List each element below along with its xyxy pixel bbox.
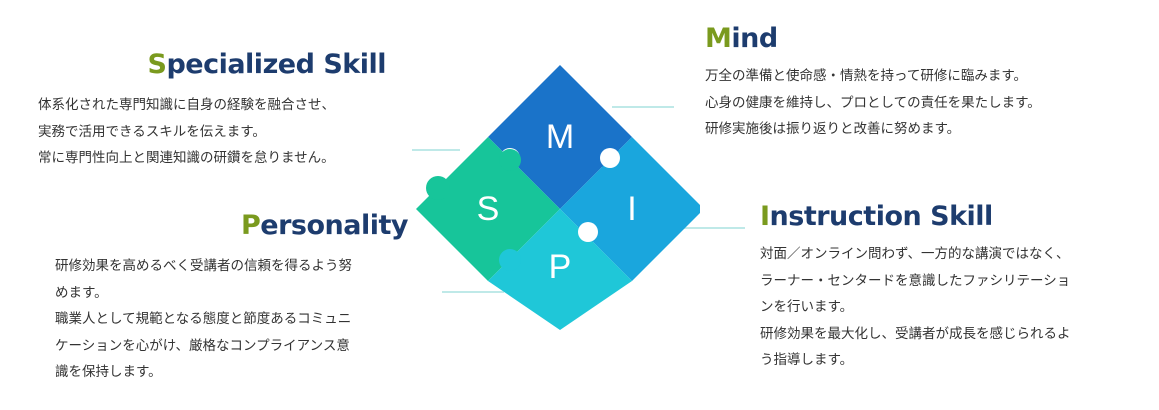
connector-line-personality (442, 291, 504, 293)
specialized-skill-line-2: 実務で活用できるスキルを伝えます。 (38, 123, 266, 140)
instruction-skill-line-3: ンを行います。 (760, 299, 854, 315)
connector-line-specialized (412, 149, 460, 151)
instruction-skill-line-4: 研修効果を最大化し、受講者が成長を感じられるよ (760, 325, 1071, 342)
instruction-skill-line-1: 対面／オンライン問わず、一方的な講演ではなく、 (760, 246, 1070, 262)
instruction-skill-description: 対面／オンライン問わず、一方的な講演ではなく、 ラーナー・センタードを意識したフ… (760, 241, 1071, 374)
puzzle-piece-p: P (488, 209, 632, 330)
mind-line-1: 万全の準備と使命感・情熱を持って研修に臨みます。 (705, 68, 1027, 84)
mind-title-rest: ind (731, 23, 778, 54)
specialized-skill-description: 体系化された専門知識に自身の経験を融合させ、 実務で活用できるスキルを伝えます。… (38, 92, 398, 172)
connector-line-mind (612, 106, 674, 108)
specialized-skill-title-rest: pecialized Skill (166, 49, 386, 80)
mind-line-2: 心身の健康を維持し、プロとしての責任を果たします。 (705, 94, 1041, 111)
personality-initial: P (240, 210, 261, 241)
instruction-skill-initial: I (760, 201, 770, 232)
instruction-skill-title: Instruction Skill (760, 200, 993, 234)
mind-description: 万全の準備と使命感・情熱を持って研修に臨みます。 心身の健康を維持し、プロとして… (705, 63, 1041, 143)
piece-label-i: I (627, 190, 636, 228)
piece-label-p: P (549, 248, 572, 286)
specialized-skill-line-1: 体系化された専門知識に自身の経験を融合させ、 (38, 97, 335, 113)
mind-title: Mind (705, 22, 778, 56)
piece-label-m: M (546, 118, 574, 156)
personality-title-rest: ersonality (260, 210, 408, 241)
personality-line-3: 職業人として規範となる態度と節度あるコミュニ (55, 311, 352, 327)
piece-label-s: S (477, 190, 500, 228)
instruction-skill-line-5: う指導します。 (760, 352, 854, 368)
mind-line-3: 研修実施後は振り返りと改善に努めます。 (705, 121, 961, 137)
personality-line-2: めます。 (55, 284, 108, 301)
personality-line-1: 研修効果を高めるべく受講者の信頼を得るよう努 (55, 258, 352, 274)
instruction-skill-line-2: ラーナー・センタードを意識したファシリテーショ (760, 272, 1071, 289)
specialized-skill-title: Specialized Skill (0, 48, 386, 82)
connector-line-instruction (683, 227, 745, 229)
personality-title: Personality (0, 209, 409, 243)
personality-line-5: 識を保持します。 (55, 364, 162, 380)
specialized-skill-line-3: 常に専門性向上と関連知識の研鑽を怠りません。 (38, 150, 335, 166)
msip-puzzle-diagram: M S I P (416, 65, 700, 330)
instruction-skill-title-rest: nstruction Skill (769, 201, 994, 232)
specialized-skill-initial: S (147, 49, 167, 80)
mind-initial: M (705, 23, 732, 54)
personality-description: 研修効果を高めるべく受講者の信頼を得るよう努 めます。 職業人として規範となる態… (55, 253, 415, 386)
personality-line-4: ケーションを心がけ、厳格なコンプライアンス意 (55, 337, 350, 354)
